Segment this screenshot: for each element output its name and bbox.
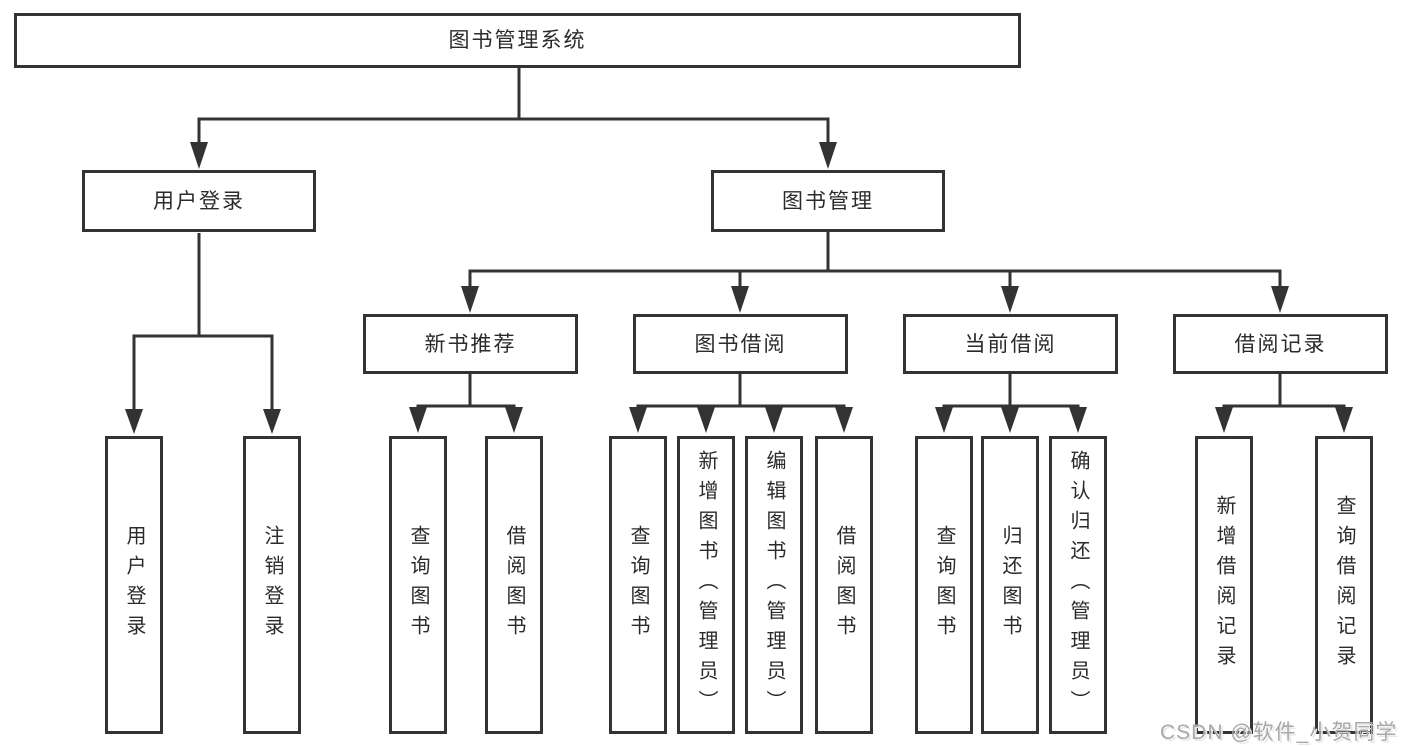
node-book-borrow: 图书借阅	[633, 314, 848, 374]
node-user-login: 用户登录	[82, 170, 316, 232]
leaf-confirm-return-admin: 确认归还（管理员）	[1049, 436, 1107, 734]
leaf-add-borrow-record: 新增借阅记录	[1195, 436, 1253, 734]
leaf-borrow-books: 借阅图书	[815, 436, 873, 734]
leaf-query-borrow-record: 查询借阅记录	[1315, 436, 1373, 734]
leaf-query-books-current: 查询图书	[915, 436, 973, 734]
leaf-query-books-borrow: 查询图书	[609, 436, 667, 734]
node-borrow-records: 借阅记录	[1173, 314, 1388, 374]
leaf-user-login: 用户登录	[105, 436, 163, 734]
node-current-borrow: 当前借阅	[903, 314, 1118, 374]
node-library-management-system: 图书管理系统	[14, 13, 1021, 68]
node-book-management: 图书管理	[711, 170, 945, 232]
leaf-query-books-recommend: 查询图书	[389, 436, 447, 734]
node-new-book-recommend: 新书推荐	[363, 314, 578, 374]
leaf-add-book-admin: 新增图书（管理员）	[677, 436, 735, 734]
csdn-watermark: CSDN @软件_小贺同学	[1160, 721, 1398, 744]
leaf-borrow-books-recommend: 借阅图书	[485, 436, 543, 734]
leaf-return-book: 归还图书	[981, 436, 1039, 734]
leaf-edit-book-admin: 编辑图书（管理员）	[745, 436, 803, 734]
leaf-logout: 注销登录	[243, 436, 301, 734]
